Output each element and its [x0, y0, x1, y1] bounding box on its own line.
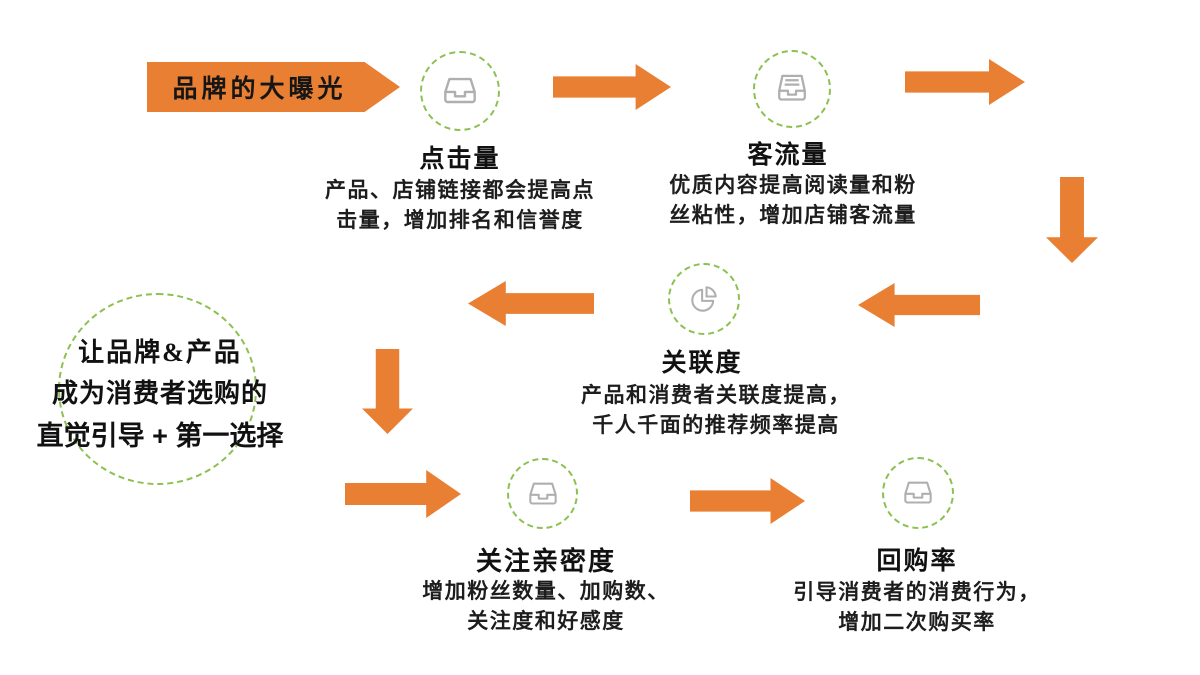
traffic-node-circle — [753, 50, 831, 128]
inbox-icon — [904, 481, 932, 504]
brand-exposure-banner: 品牌的大曝光 — [147, 62, 400, 112]
affinity-node-desc: 增加粉丝数量、加购数、 关注度和好感度 — [396, 576, 696, 636]
relevance-node-circle — [668, 263, 740, 335]
flow-arrow-down-2 — [362, 349, 413, 434]
goal-circle — [58, 293, 257, 485]
traffic-desc-line2: 丝粘性，增加店铺客流量 — [669, 203, 917, 227]
flow-arrow-right-1 — [553, 64, 671, 110]
clicks-node-desc: 产品、店铺链接都会提高点 击量，增加排名和信誉度 — [310, 175, 610, 235]
goal-line-3: 直觉引导 + 第一选择 — [36, 421, 284, 451]
affinity-node-title: 关注亲密度 — [475, 546, 616, 576]
repurchase-node-desc: 引导消费者的消费行为， 增加二次购买率 — [767, 577, 1067, 637]
relevance-node-desc: 产品和消费者关联度提高， 千人千面的推荐频率提高 — [566, 380, 866, 440]
repurchase-node-title: 回购率 — [876, 547, 958, 575]
traffic-desc-line1: 优质内容提高阅读量和粉 — [669, 173, 917, 197]
relevance-node-title: 关联度 — [661, 349, 743, 377]
goal-line-1: 让品牌&产品 — [78, 338, 242, 367]
traffic-node-desc: 优质内容提高阅读量和粉 丝粘性，增加店铺客流量 — [643, 170, 943, 230]
inbox-icon — [528, 482, 557, 505]
clicks-desc-line1: 产品、店铺链接都会提高点 — [325, 178, 595, 202]
flow-arrow-right-3 — [345, 470, 461, 518]
inbox-icon — [444, 77, 476, 104]
repurchase-node-circle — [882, 457, 954, 529]
relevance-desc-line1: 产品和消费者关联度提高， — [581, 383, 851, 407]
traffic-node-title: 客流量 — [747, 141, 829, 169]
flow-arrow-right-4 — [690, 478, 805, 524]
affinity-desc-line1: 增加粉丝数量、加购数、 — [422, 579, 670, 603]
repurchase-desc-line1: 引导消费者的消费行为， — [793, 580, 1041, 604]
flow-arrow-right-2 — [905, 59, 1025, 105]
pie-chart-icon — [691, 286, 717, 312]
relevance-desc-line2: 千人千面的推荐频率提高 — [592, 413, 840, 437]
flow-arrow-left-1 — [858, 283, 980, 327]
flow-arrow-down-1 — [1046, 177, 1098, 263]
clicks-node-circle — [420, 51, 500, 131]
inbox-documents-icon — [778, 74, 806, 101]
affinity-node-circle — [507, 458, 578, 529]
affinity-desc-line2: 关注度和好感度 — [467, 609, 625, 633]
clicks-desc-line2: 击量，增加排名和信誉度 — [336, 208, 584, 232]
clicks-node-title: 点击量 — [419, 145, 501, 173]
repurchase-desc-line2: 增加二次购买率 — [838, 610, 996, 634]
goal-line-2: 成为消费者选购的 — [51, 379, 268, 408]
banner-label: 品牌的大曝光 — [172, 75, 347, 103]
flow-arrow-left-2 — [468, 281, 594, 326]
